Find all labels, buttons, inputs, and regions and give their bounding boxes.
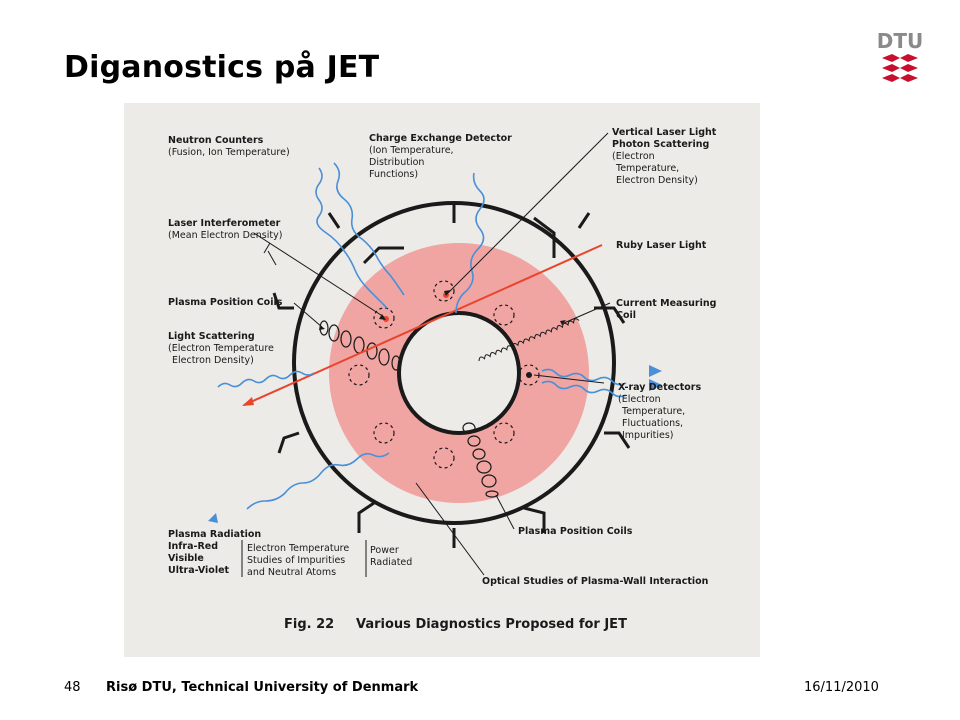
label-power-1: Power bbox=[370, 545, 399, 556]
jet-diagnostics-figure: Neutron Counters (Fusion, Ion Temperatur… bbox=[124, 103, 760, 657]
label-plasma-position-coils-bottom: Plasma Position Coils bbox=[518, 526, 633, 537]
plasma-position-coils-bottom bbox=[462, 422, 499, 498]
label-xray-detectors: X-ray Detectors bbox=[618, 382, 701, 393]
figure-caption-text: Various Diagnostics Proposed for JET bbox=[356, 617, 627, 632]
label-neutron-counters: Neutron Counters bbox=[168, 135, 264, 146]
label-rad-mid-1: Electron Temperature bbox=[247, 543, 349, 554]
label-vertical-laser-sub2: Temperature, bbox=[615, 163, 679, 174]
label-laser-interferometer-sub: (Mean Electron Density) bbox=[168, 230, 282, 241]
label-plasma-radiation: Plasma Radiation bbox=[168, 529, 261, 540]
label-charge-exchange: Charge Exchange Detector bbox=[369, 133, 512, 144]
central-column bbox=[397, 311, 521, 435]
label-charge-exchange-sub1: (Ion Temperature, bbox=[369, 145, 454, 156]
ruby-laser-beam bbox=[242, 244, 603, 406]
label-xray-sub4: Impurities) bbox=[622, 430, 674, 441]
label-charge-exchange-sub2: Distribution bbox=[369, 157, 424, 168]
label-ruby-laser: Ruby Laser Light bbox=[616, 240, 707, 251]
label-current-measuring-2: Coil bbox=[616, 310, 636, 321]
label-rad-mid-2: Studies of Impurities bbox=[247, 555, 345, 566]
emission-waves bbox=[217, 162, 627, 510]
dtu-logo-icon: DTU bbox=[878, 29, 922, 82]
logo-text: DTU bbox=[878, 29, 922, 53]
label-vertical-laser-1: Vertical Laser Light bbox=[612, 127, 717, 138]
label-power-2: Radiated bbox=[370, 557, 412, 568]
plasma-probes bbox=[348, 280, 540, 469]
label-xray-sub1: (Electron bbox=[618, 394, 661, 405]
label-plasma-position-coils-left: Plasma Position Coils bbox=[168, 297, 283, 308]
page-number: 48 bbox=[64, 680, 81, 695]
label-ultra-violet: Ultra-Violet bbox=[168, 565, 230, 576]
label-light-scattering-sub1: (Electron Temperature bbox=[168, 343, 274, 354]
label-optical-studies: Optical Studies of Plasma-Wall Interacti… bbox=[482, 576, 709, 587]
label-visible: Visible bbox=[168, 553, 204, 564]
label-vertical-laser-sub3: Electron Density) bbox=[616, 175, 698, 186]
figure-caption-number: Fig. 22 bbox=[284, 617, 334, 632]
label-laser-interferometer: Laser Interferometer bbox=[168, 218, 281, 229]
footer-organization: Risø DTU, Technical University of Denmar… bbox=[106, 680, 419, 695]
slide-title: Diganostics på JET bbox=[64, 50, 380, 85]
label-charge-exchange-sub3: Functions) bbox=[369, 169, 418, 180]
leader-lines bbox=[253, 132, 611, 576]
label-light-scattering-sub2: Electron Density) bbox=[172, 355, 254, 366]
label-neutron-counters-sub: (Fusion, Ion Temperature) bbox=[168, 147, 290, 158]
label-rad-mid-3: and Neutral Atoms bbox=[247, 567, 336, 578]
current-measuring-coil bbox=[478, 318, 580, 362]
figure-labels: Neutron Counters (Fusion, Ion Temperatur… bbox=[168, 127, 717, 587]
label-xray-sub2: Temperature, bbox=[621, 406, 685, 417]
label-xray-sub3: Fluctuations, bbox=[622, 418, 683, 429]
label-vertical-laser-sub1: (Electron bbox=[612, 151, 655, 162]
label-current-measuring-1: Current Measuring bbox=[616, 298, 716, 309]
label-infra-red: Infra-Red bbox=[168, 541, 218, 552]
footer-date: 16/11/2010 bbox=[804, 680, 879, 695]
label-vertical-laser-2: Photon Scattering bbox=[612, 139, 709, 150]
vessel-ports bbox=[272, 203, 631, 548]
label-light-scattering: Light Scattering bbox=[168, 331, 255, 342]
